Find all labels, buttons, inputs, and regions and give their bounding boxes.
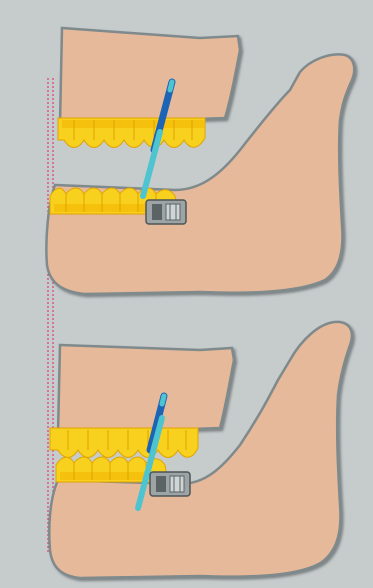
panel-closed-bite	[0, 0, 373, 300]
upper-teeth	[58, 118, 205, 148]
mandibular-appliance	[150, 472, 190, 496]
jaw-illustration	[0, 300, 373, 588]
maxilla	[58, 345, 234, 434]
mandibular-appliance	[146, 200, 186, 224]
jaw-illustration	[0, 0, 373, 300]
maxilla	[60, 28, 240, 124]
panel-advanced-bite	[0, 300, 373, 588]
upper-teeth	[50, 428, 198, 458]
